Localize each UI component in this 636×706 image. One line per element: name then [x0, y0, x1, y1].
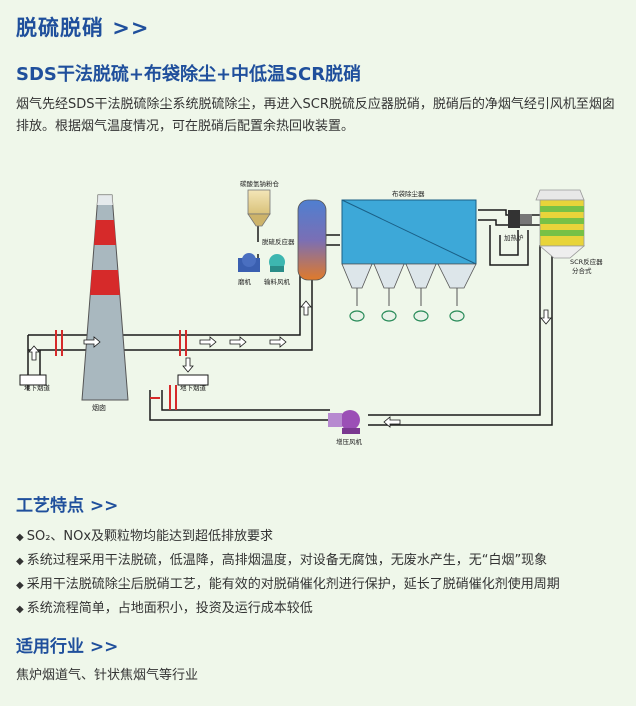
booster-fan — [328, 410, 360, 434]
valves — [55, 330, 187, 410]
heater-label: 加热炉 — [504, 233, 524, 242]
conveyor-fan — [269, 254, 285, 272]
process-intro: 烟气先经SDS干法脱硫除尘系统脱硫除尘，再进入SCR脱硫反应器脱硝，脱硝后的净烟… — [16, 97, 615, 134]
industry-title: 适用行业 >> — [16, 637, 119, 657]
chimney — [81, 194, 129, 401]
list-item: SO₂、NOx及颗粒物均能达到超低排放要求 — [16, 525, 626, 549]
desulfurization-reactor — [297, 199, 327, 281]
baghouse — [341, 199, 477, 322]
baghouse-label: 布袋除尘器 — [392, 189, 425, 198]
silo — [247, 189, 271, 227]
scr-type-label: 分合式 — [572, 266, 592, 275]
scr-label: SCR反应器 — [570, 257, 603, 266]
process-title: SDS干法脱硫+布袋除尘+中低温SCR脱硝 — [16, 64, 362, 85]
flow-arrows — [28, 231, 552, 428]
chimney-label: 烟囱 — [92, 403, 106, 412]
heater — [508, 210, 532, 228]
section-title-desulfurization: 脱硫脱硝 >> — [16, 16, 150, 40]
flue-left — [19, 374, 47, 386]
booster-fan-label: 增压风机 — [336, 437, 363, 446]
flue-left-label: 地下烟道 — [24, 383, 51, 392]
flue-right-label: 地下烟道 — [180, 383, 207, 392]
list-item: 系统过程采用干法脱硫，低温降，高排烟温度，对设备无腐蚀，无废水产生，无“白烟”现… — [16, 549, 626, 573]
reactor-label: 脱硫反应器 — [262, 237, 295, 246]
mill — [238, 253, 260, 272]
pipe-network — [27, 209, 553, 426]
industry-text: 焦炉烟道气、针状焦烟气等行业 — [16, 668, 199, 683]
process-diagram: 烟囱 地下烟道 地下烟道 碳酸氢钠粉仓 脱硫反应器 磨机 — [19, 179, 603, 446]
silo-label: 碳酸氢钠粉仓 — [240, 179, 280, 188]
conveyor-fan-label: 输料风机 — [264, 277, 291, 286]
features-title: 工艺特点 >> — [16, 496, 119, 516]
list-item: 采用干法脱硫除尘后脱硝工艺，能有效的对脱硝催化剂进行保护，延长了脱硝催化剂使用周… — [16, 573, 626, 597]
mill-label: 磨机 — [238, 277, 252, 286]
scr-reactor — [535, 189, 586, 259]
features-list: SO₂、NOx及颗粒物均能达到超低排放要求 系统过程采用干法脱硫，低温降，高排烟… — [16, 525, 626, 621]
flue-right — [177, 374, 209, 386]
list-item: 系统流程简单，占地面积小，投资及运行成本较低 — [16, 597, 626, 621]
